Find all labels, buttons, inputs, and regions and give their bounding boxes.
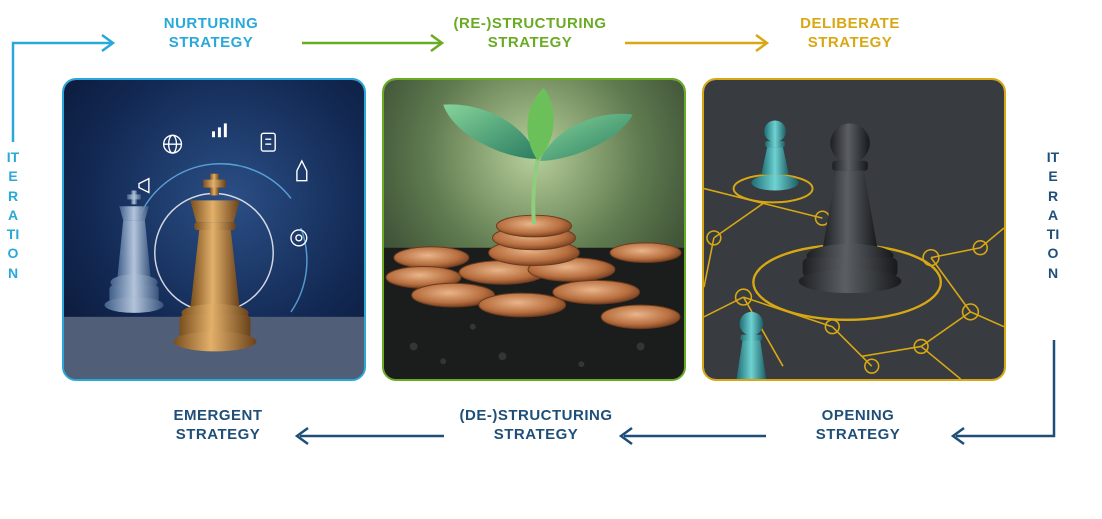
deliberate-image-panel xyxy=(702,78,1006,381)
gold-arrowhead xyxy=(755,33,770,53)
left-iteration-arrowhead xyxy=(101,33,116,53)
chess-king-icon xyxy=(104,190,164,313)
chess-pawn-icon xyxy=(736,311,767,379)
bar-chart-icon xyxy=(212,123,227,138)
megaphone-icon xyxy=(138,177,150,194)
deliberate-strategy-label: DELIBERATE STRATEGY xyxy=(800,15,900,51)
coins-icon xyxy=(385,214,682,330)
restructuring-image-panel xyxy=(382,78,686,381)
opening-strategy-label: OPENING STRATEGY xyxy=(815,407,901,443)
nurturing-strategy-label: NURTURING STRATEGY xyxy=(163,15,259,51)
sprout-icon xyxy=(443,87,633,225)
chess-pawn-icon xyxy=(751,120,799,191)
target-icon xyxy=(290,229,308,247)
rocket-icon xyxy=(296,159,308,182)
iteration-right-label: ITERATION xyxy=(1046,149,1060,281)
destructuring-strategy-label: (DE-)STRUCTURING STRATEGY xyxy=(459,407,613,443)
chess-pawn-icon xyxy=(798,123,902,294)
nurturing-image-panel xyxy=(62,78,366,381)
clipboard-icon xyxy=(260,132,276,152)
iteration-left-label: ITERATION xyxy=(6,149,20,281)
chess-king-icon xyxy=(173,173,257,352)
globe-icon xyxy=(162,134,183,154)
navy-arrowhead-2 xyxy=(294,426,309,446)
restructuring-strategy-label: (RE-)STRUCTURING STRATEGY xyxy=(453,15,607,51)
right-iteration-arrowhead xyxy=(950,426,965,446)
emergent-strategy-label: EMERGENT STRATEGY xyxy=(173,407,263,443)
